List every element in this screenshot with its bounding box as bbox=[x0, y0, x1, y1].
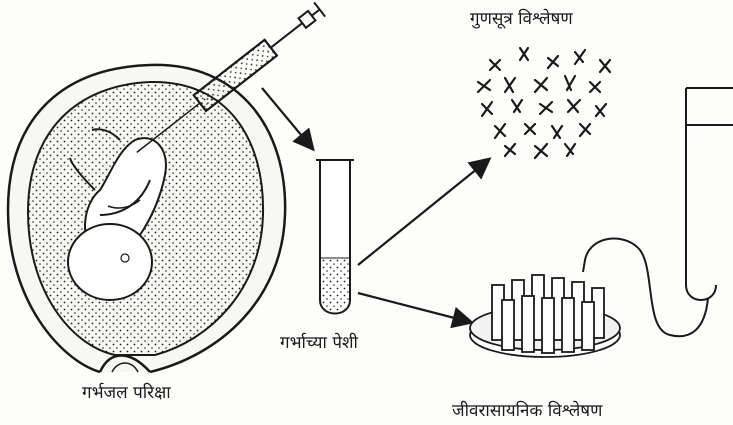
process-arrows bbox=[262, 88, 488, 322]
test-tube-rack-icon bbox=[470, 275, 620, 357]
arrow-to-tube-rack bbox=[358, 293, 470, 322]
label-amniocentesis: गर्भजल परिक्षा bbox=[82, 380, 171, 403]
culture-vessel-icon bbox=[583, 88, 733, 336]
arrow-to-chromosomes bbox=[358, 160, 488, 265]
test-tube-icon bbox=[316, 160, 354, 314]
label-chromosome-analysis: गुणसूत्र विश्लेषण bbox=[470, 6, 573, 29]
uterus-with-fetus-icon bbox=[8, 65, 285, 372]
label-fetal-cells: गर्भाच्या पेशी bbox=[280, 330, 358, 353]
chromosome-spread-icon bbox=[478, 48, 610, 158]
label-biochemical-analysis: जीवरासायनिक विश्लेषण bbox=[452, 398, 602, 421]
